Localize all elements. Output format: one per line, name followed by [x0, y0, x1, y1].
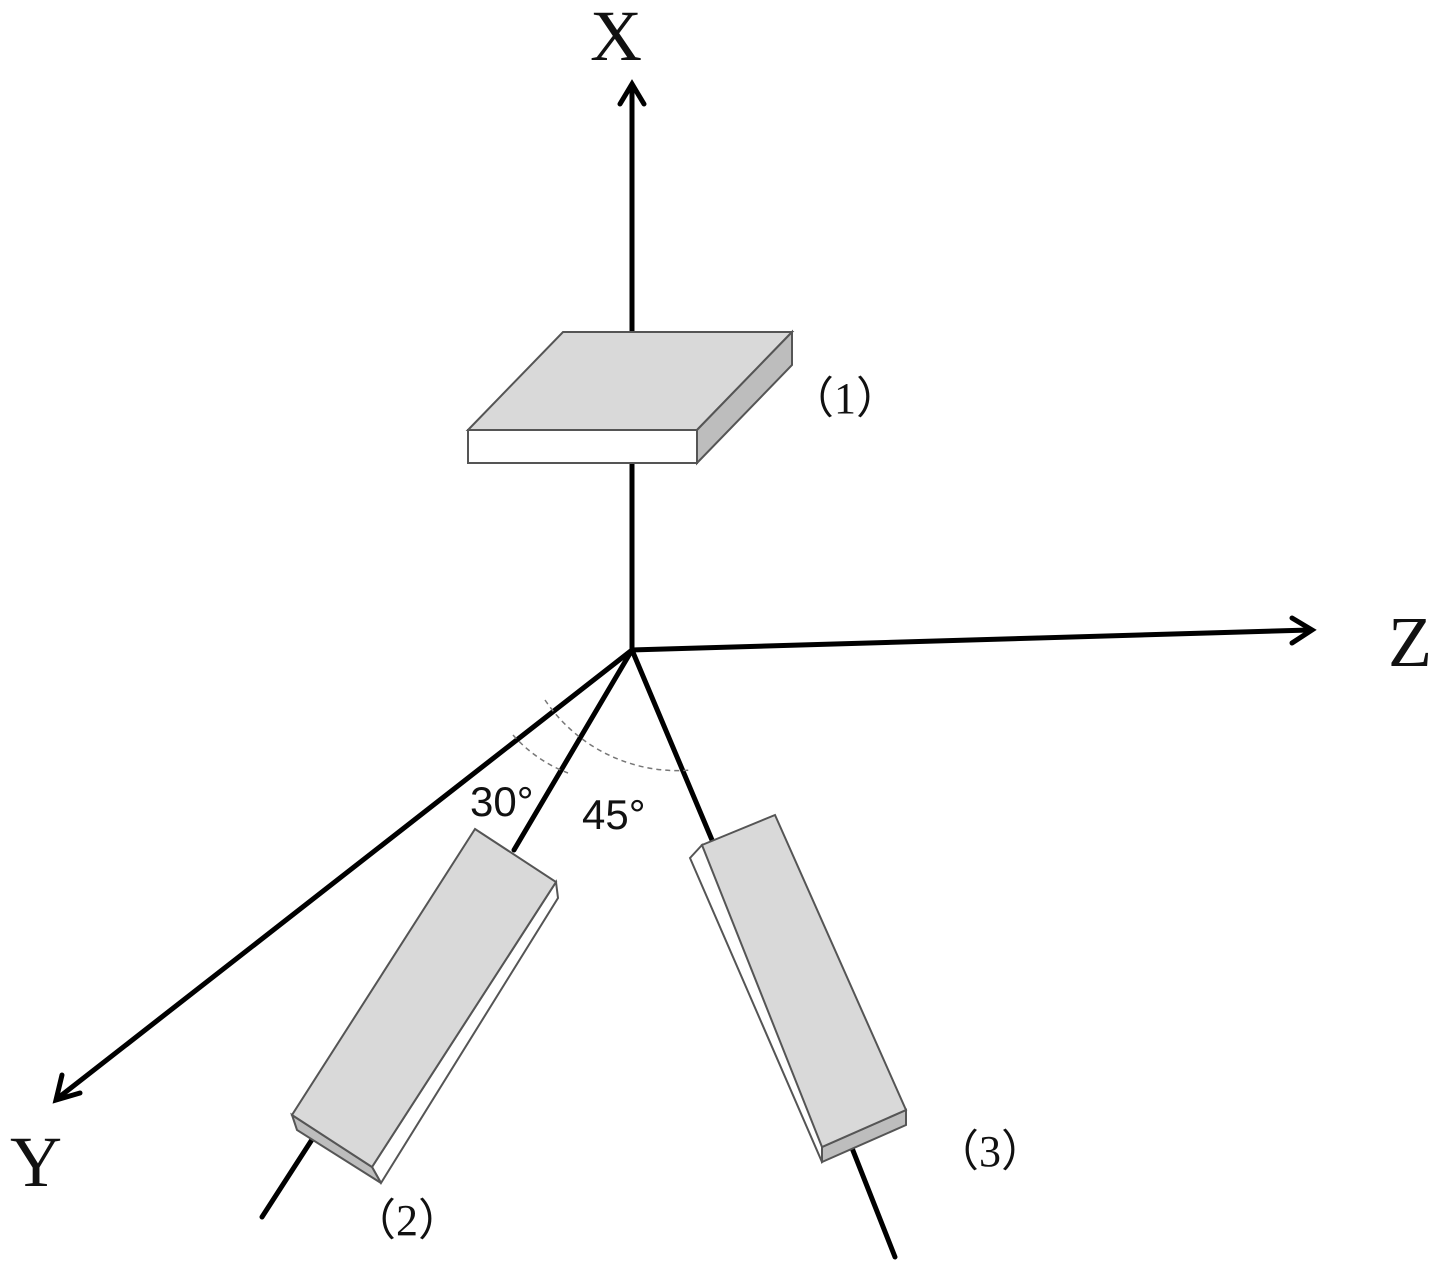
plate-2 — [290, 827, 560, 1185]
plate-3-arm-upper — [629, 647, 715, 843]
plate-2-arm-upper — [511, 647, 635, 853]
plate-3-label: （3） — [935, 1127, 1045, 1176]
y-axis-arrowhead — [52, 1072, 83, 1104]
x-axis-label: X — [590, 0, 642, 76]
angle-arc-30 — [512, 734, 569, 774]
plate-1-label: （1） — [790, 374, 900, 423]
z-axis-label: Z — [1388, 602, 1432, 682]
plate-1-front-face — [467, 429, 698, 464]
plate-3-top-face — [700, 813, 908, 1149]
plate-2-arm-lower — [259, 1135, 316, 1220]
plate-3-arm-lower — [847, 1140, 898, 1260]
angle-30-label: 30° — [470, 778, 534, 825]
z-axis-arrowhead — [1289, 615, 1317, 646]
y-axis-label: Y — [10, 1122, 62, 1202]
plate-3 — [688, 813, 908, 1164]
plate-1 — [465, 329, 795, 466]
angle-arc-45 — [544, 699, 693, 772]
z-axis-line — [629, 627, 1313, 653]
plate-2-top-face — [290, 827, 558, 1169]
angle-45-label: 45° — [582, 791, 646, 838]
y-axis-line — [55, 647, 635, 1101]
x-axis-arrowhead — [617, 79, 647, 107]
plate-2-label: （2） — [352, 1196, 462, 1245]
